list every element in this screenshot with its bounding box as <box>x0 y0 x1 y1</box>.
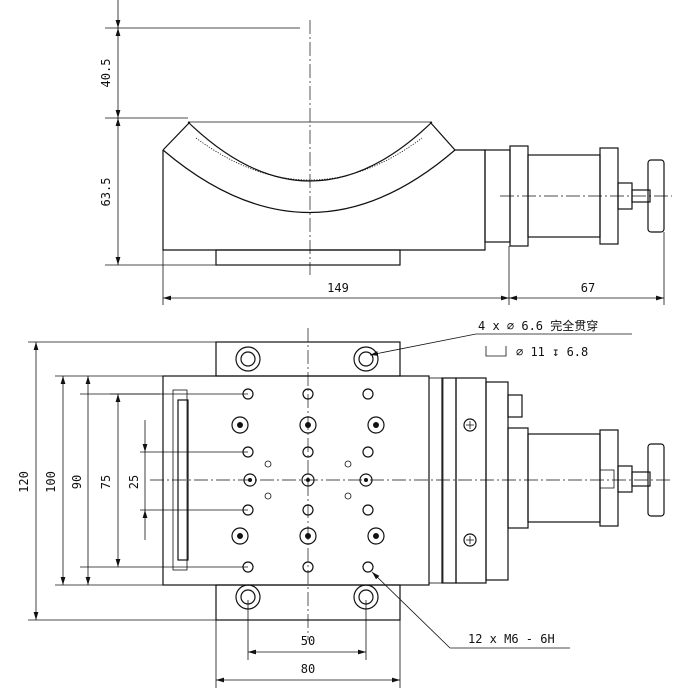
plan-motor <box>463 381 665 581</box>
dim-80: 80 <box>301 662 315 676</box>
side-base-foot <box>215 249 401 266</box>
tapped-hole-leader <box>371 571 451 649</box>
dim-25: 25 <box>127 475 141 489</box>
tapped-hole-note: 12 x M6 - 6H <box>468 632 555 646</box>
bolt-holes <box>231 416 385 545</box>
through-hole-leader <box>369 333 477 356</box>
dim-120: 120 <box>17 471 31 493</box>
counterbore-holes <box>235 346 379 610</box>
dim-149: 149 <box>327 281 349 295</box>
side-body-outline <box>162 121 486 251</box>
counterbore-note: ∅ 11 ↧ 6.8 <box>516 345 588 359</box>
side-view: 40.5 63.5 149 67 <box>99 0 672 305</box>
plan-view: 120 100 90 75 25 50 80 4 x ∅ 6.6 完全贯穿 ∅ … <box>17 318 672 688</box>
scale-ticks <box>195 137 423 181</box>
dim-75: 75 <box>99 475 113 489</box>
dim-67: 67 <box>581 281 595 295</box>
dim-40-5: 40.5 <box>99 59 113 88</box>
dim-50: 50 <box>301 634 315 648</box>
cradle-outer-arc <box>162 149 456 213</box>
dim-100: 100 <box>44 471 58 493</box>
dim-63-5: 63.5 <box>99 178 113 207</box>
dim-90: 90 <box>70 475 84 489</box>
main-table <box>162 375 430 586</box>
through-hole-note: 4 x ∅ 6.6 完全贯穿 <box>478 318 598 333</box>
